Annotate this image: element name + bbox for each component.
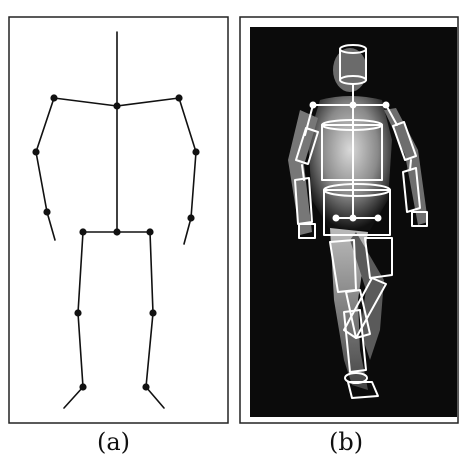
stick-figure-joints <box>32 94 200 391</box>
panel-a-frame <box>8 16 229 424</box>
stick-figure <box>35 31 197 409</box>
panel-b <box>239 16 459 424</box>
panel-a-caption: (a) <box>97 428 131 456</box>
body-model-joints <box>309 101 390 222</box>
panel-a <box>8 16 229 424</box>
panel-b-caption: (b) <box>329 428 364 456</box>
person-silhouette <box>288 48 428 390</box>
